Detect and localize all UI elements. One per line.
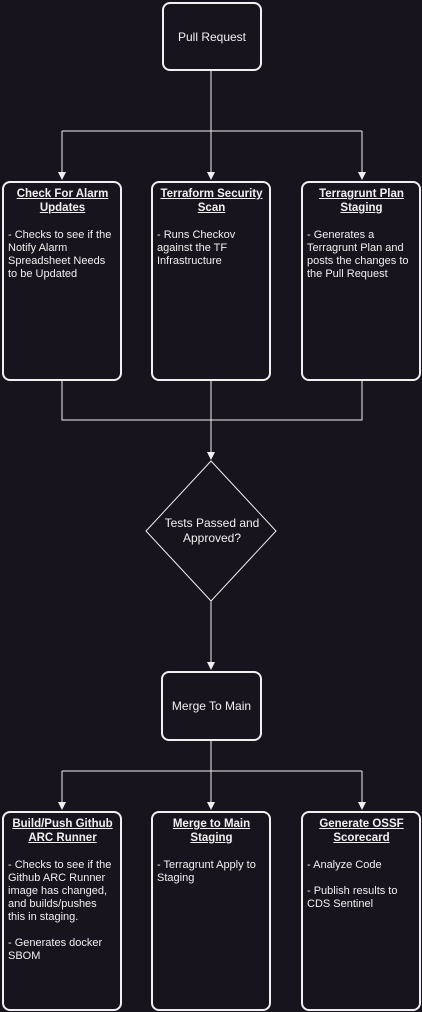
decision-label: Tests Passed and Approved? [147,516,277,546]
card-title-line: Staging [340,202,383,214]
card-body-line: Infrastructure [157,255,222,267]
card-body-line: Notify Alarm [8,242,68,254]
card-body-line: Terragrunt Plan and [307,242,404,254]
connector-stage1-merge [61,381,363,421]
card-title: Terragrunt Plan Staging [307,187,416,215]
card-body-line: - Checks to see if the [8,859,112,871]
card-body-line: - Runs Checkov [157,229,236,241]
card-title-line: Scan [197,202,226,214]
merge-to-main-node: Merge To Main [161,671,262,741]
card-title-line: Terragrunt Plan [319,188,404,200]
card-body-line: posts the changes to [307,255,409,267]
card-body-line: image has changed, [8,885,108,897]
check-alarm-updates-card: Check For Alarm Updates - Checks to see … [2,181,122,381]
card-title-line: Terraform Security [160,188,263,200]
card-title: Terraform Security Scan [157,187,266,215]
card-title: Build/Push Github ARC Runner [8,817,117,845]
card-body-line: and builds/pushes [8,898,97,910]
card-title-line: Merge to Main [172,818,251,830]
card-title-line: Generate OSSF [319,818,404,830]
card-body-line: CDS Sentinel [307,898,374,910]
merge-to-main-label: Merge To Main [171,699,252,713]
card-body-line: - Publish results to [307,885,398,897]
card-body-line: - Analyze Code [307,859,382,871]
card-body-line: - Generates a [307,229,375,241]
card-title: Merge to Main Staging [157,817,266,845]
card-body-line: the Pull Request [307,268,388,280]
decision-label-line: Approved? [182,531,242,545]
card-body-line: Staging [157,872,195,884]
card-title-line: Staging [190,832,233,844]
card-body-line: against the TF [157,242,228,254]
card-title-line: Scorecard [333,832,390,844]
decision-label-line: Tests Passed and [164,516,260,530]
pull-request-label: Pull Request [177,29,247,44]
card-spacer [8,924,117,937]
card-body-line: this in staging. [8,911,79,923]
card-title-line: Updates [39,202,86,214]
card-body-line: SBOM [8,950,41,962]
card-title: Check For Alarm Updates [8,187,117,215]
card-body-line: to be Updated [8,268,78,280]
card-body-line: - Generates docker [8,937,103,949]
pull-request-node: Pull Request [162,2,262,71]
build-push-arc-runner-card: Build/Push Github ARC Runner - Checks to… [2,811,122,1011]
card-title-line: ARC Runner [28,832,97,844]
card-title-line: Build/Push Github [12,818,113,830]
card-body-line: - Terragrunt Apply to [157,859,256,871]
card-spacer [307,872,416,885]
card-body-line: Spreadsheet Needs [8,255,106,267]
terraform-security-scan-card: Terraform Security Scan - Runs Checkov a… [151,181,271,381]
merge-to-main-staging-card: Merge to Main Staging - Terragrunt Apply… [151,811,271,1011]
card-title-line: Check For Alarm [16,188,109,200]
generate-ossf-scorecard-card: Generate OSSF Scorecard - Analyze Code -… [301,811,421,1011]
terragrunt-plan-staging-card: Terragrunt Plan Staging - Generates a Te… [301,181,421,381]
card-title: Generate OSSF Scorecard [307,817,416,845]
card-body-line: Github ARC Runner [8,872,106,884]
card-body-line: - Checks to see if the [8,229,112,241]
